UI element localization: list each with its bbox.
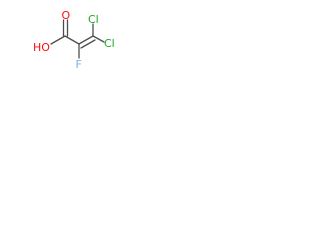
atom-label-chlorine-upper: Cl — [88, 13, 99, 26]
bond-c1-c2 — [64, 35, 80, 45]
atom-label-hydroxyl: HO — [33, 41, 50, 54]
bond-c3-cl-right — [92, 35, 105, 43]
bond-c2-c3-double-a — [78, 35, 94, 45]
atom-label-carbonyl-oxygen: O — [62, 9, 71, 22]
bond-c1-oh — [50, 35, 66, 45]
atom-label-chlorine-right: Cl — [104, 37, 115, 50]
molecule-structure: O HO F Cl Cl — [33, 9, 115, 71]
atom-label-fluorine: F — [76, 58, 82, 71]
bond-c2-c3-double-b — [80, 39, 96, 49]
